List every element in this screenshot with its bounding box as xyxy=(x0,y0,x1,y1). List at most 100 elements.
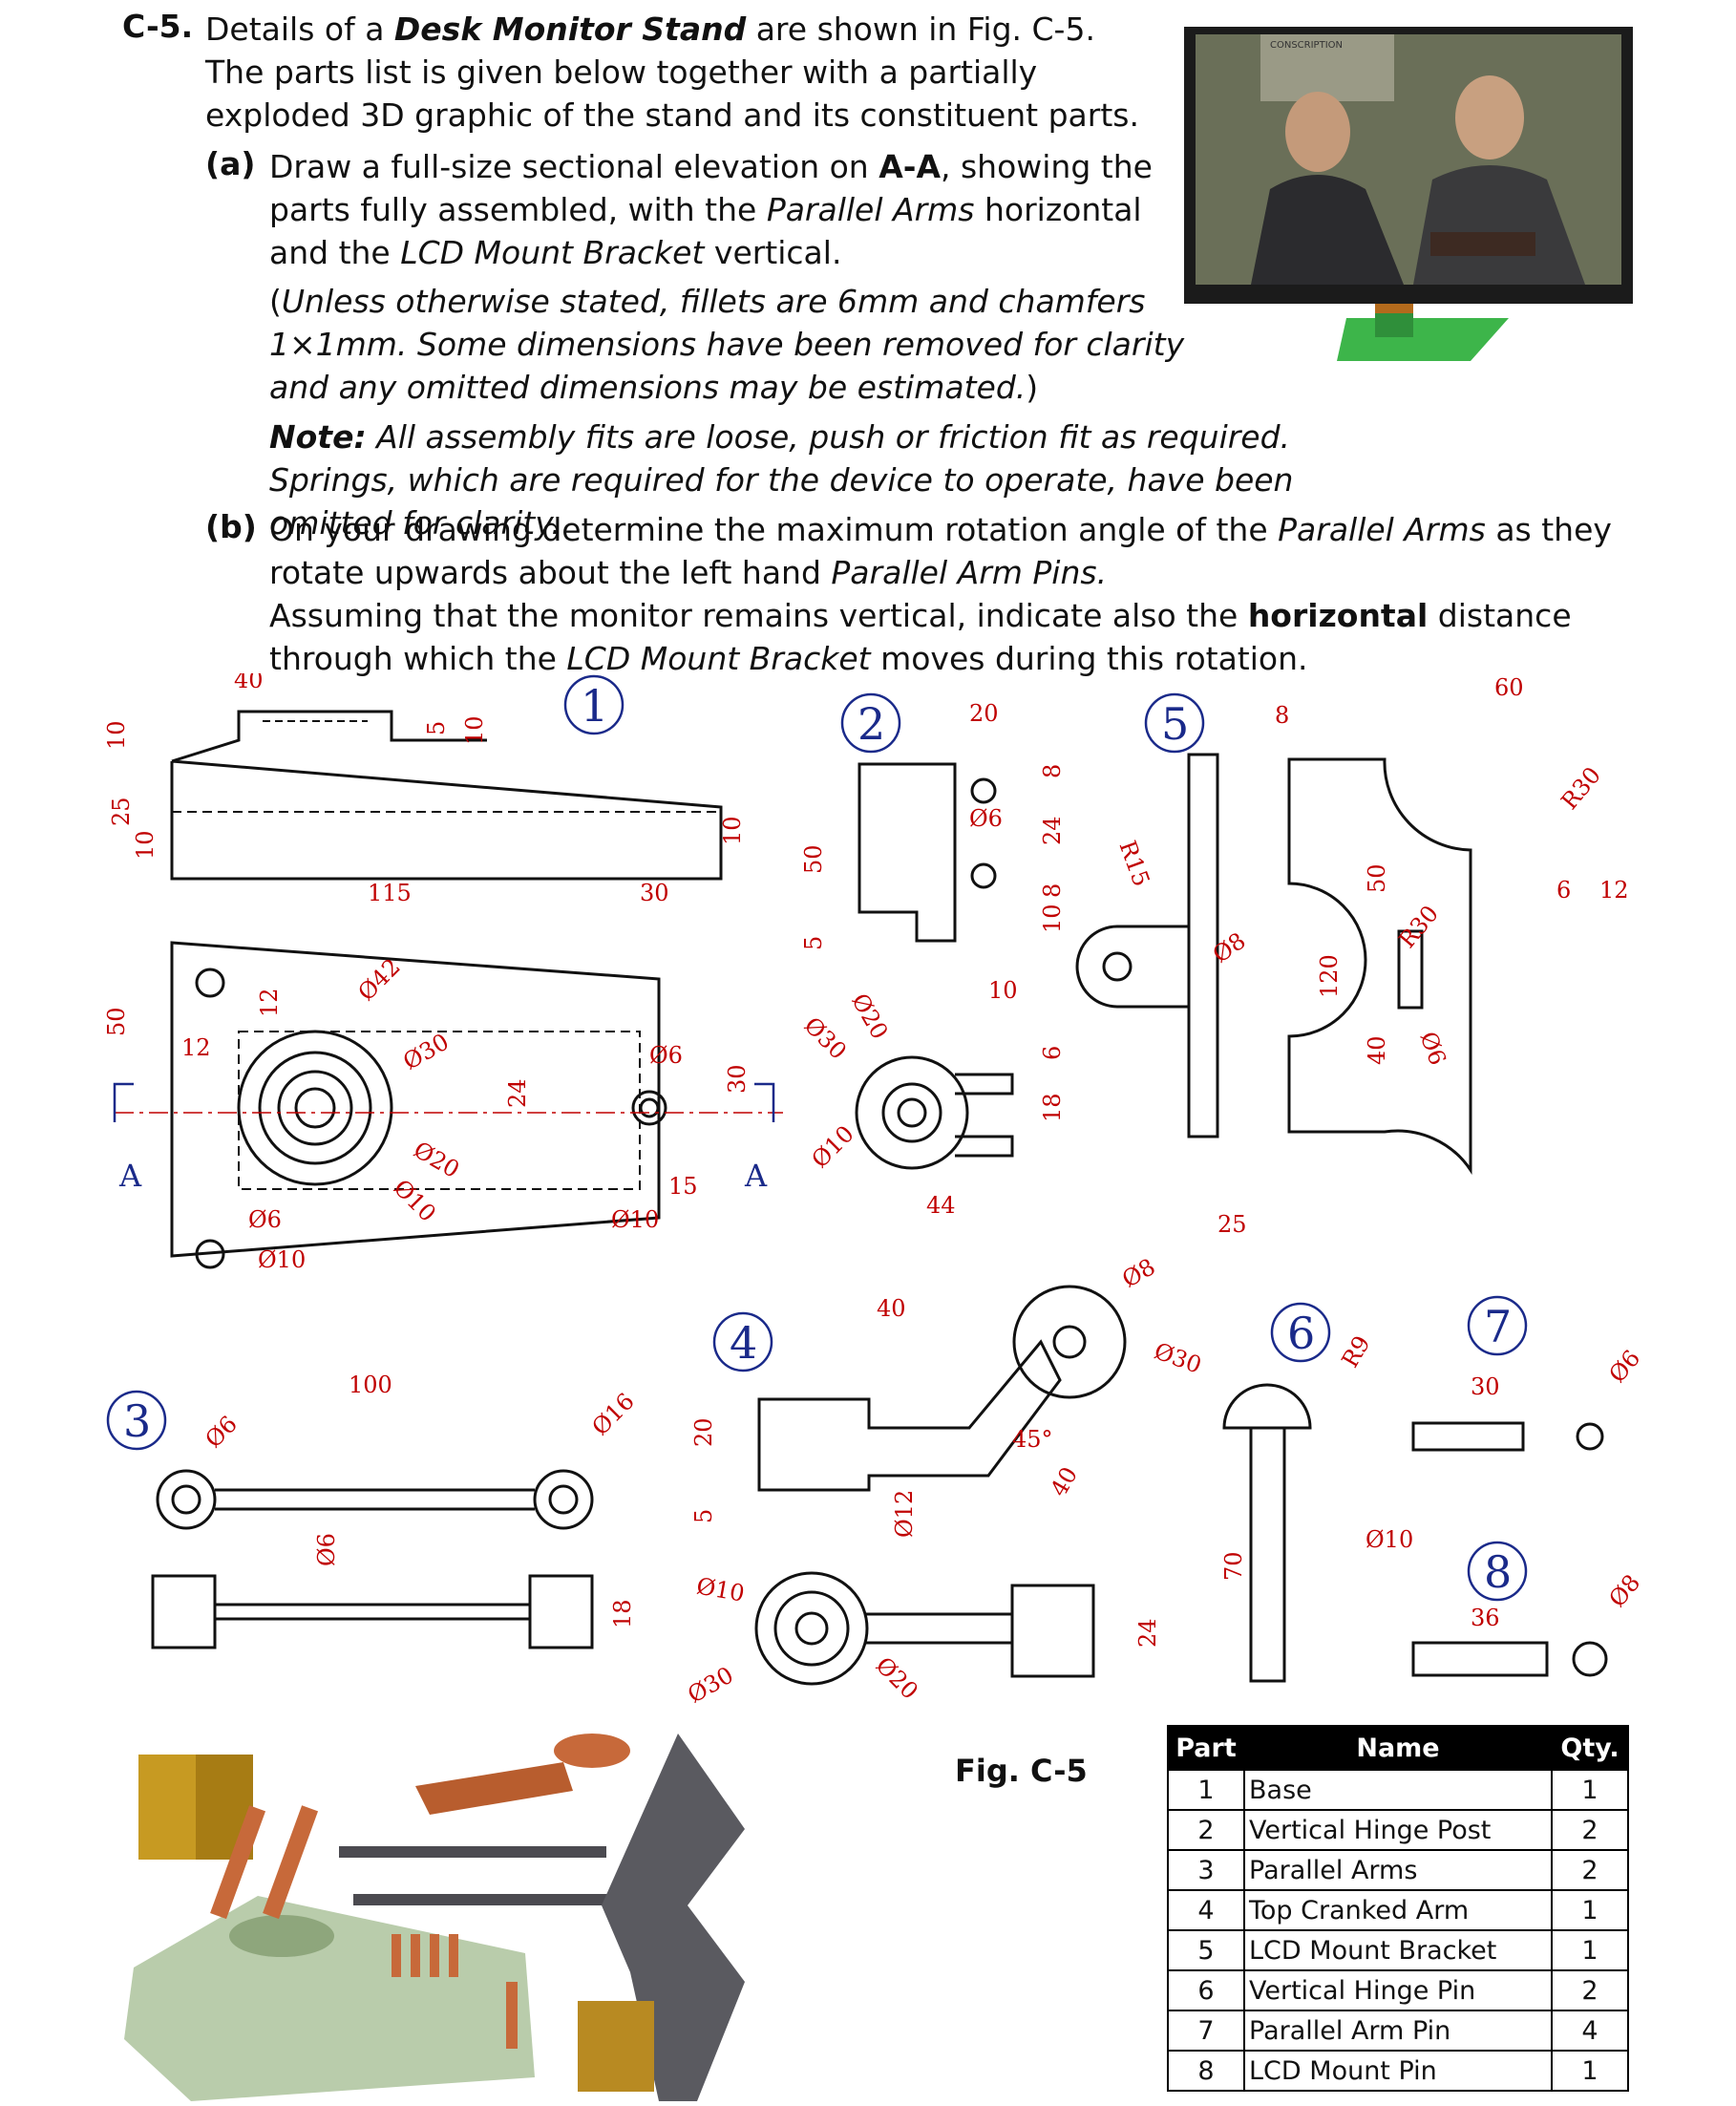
dim-2-5: 10 xyxy=(1039,904,1066,933)
parallel-arms-ref-b: Parallel Arms xyxy=(1278,511,1486,548)
dim-1-12: Ø42 xyxy=(352,953,405,1006)
dim-2-7: 5 xyxy=(800,936,827,950)
header-qty: Qty. xyxy=(1551,1725,1629,1771)
horizontal-emph: horizontal xyxy=(1247,597,1429,634)
parallel-arms-ref: Parallel Arms xyxy=(766,191,975,228)
part-b-text-5: moves during this rotation. xyxy=(870,640,1308,677)
balloon-5: 5 xyxy=(1161,698,1189,750)
dim-5-5: 60 xyxy=(1494,674,1524,701)
balloon-2: 2 xyxy=(857,698,885,750)
intro-text: Details of a xyxy=(205,11,394,48)
part-name: Parallel Arms xyxy=(1243,1849,1553,1891)
lcd-bracket-ref: LCD Mount Bracket xyxy=(400,234,705,271)
question-number: C-5. xyxy=(122,8,194,45)
fillet-note-text: Unless otherwise stated, fillets are 6mm… xyxy=(269,283,1185,406)
dim-1-3: 10 xyxy=(132,830,159,860)
dim-4-11: 24 xyxy=(1134,1618,1161,1648)
dim-3-3: Ø6 xyxy=(313,1533,340,1566)
dim-4-4: 5 xyxy=(690,1509,717,1523)
dim-4-1: Ø8 xyxy=(1117,1253,1159,1293)
dim-1-4: 5 xyxy=(423,721,450,735)
dim-4-0: 40 xyxy=(877,1295,906,1322)
dim-1-17: Ø6 xyxy=(649,1042,683,1069)
part-a-text-3: horizontal and the xyxy=(269,191,1142,271)
balloon-6: 6 xyxy=(1287,1308,1315,1359)
paren-close: ) xyxy=(1026,369,1039,406)
dim-2-9: Ø20 xyxy=(846,989,893,1043)
screen-caption: CONSCRIPTION xyxy=(1270,40,1343,51)
dim-1-13: Ø30 xyxy=(398,1028,453,1074)
dim-3-4: 18 xyxy=(609,1599,636,1628)
dim-1-9: 50 xyxy=(103,1007,130,1036)
dim-5-8: R30 xyxy=(1393,901,1444,953)
dim-1-8: 30 xyxy=(640,880,669,906)
part-qty: 1 xyxy=(1551,2050,1629,2092)
part-a-text-2: , showing the parts fully assembled, wit… xyxy=(269,148,1153,228)
dim-2-6: 50 xyxy=(800,844,827,874)
part1-elevation xyxy=(170,710,723,881)
part6-view xyxy=(1222,1383,1312,1683)
dim-4-3: 20 xyxy=(690,1417,717,1447)
dim-1-14: Ø20 xyxy=(409,1137,463,1183)
part-qty: 1 xyxy=(1551,1769,1629,1811)
dim-5-9: 6 xyxy=(1556,877,1571,904)
dim-1-0: 40 xyxy=(234,673,264,693)
balloon-8: 8 xyxy=(1484,1546,1512,1598)
part-qty: 1 xyxy=(1551,1889,1629,1931)
header-part: Part xyxy=(1167,1725,1245,1771)
part-name: LCD Mount Pin xyxy=(1243,2050,1553,2092)
part-name: Base xyxy=(1243,1769,1553,1811)
part-no: 2 xyxy=(1167,1809,1245,1851)
dim-4-6: 40 xyxy=(1046,1462,1084,1500)
dim-2-3: 24 xyxy=(1039,816,1066,845)
figure-caption: Fig. C-5 xyxy=(955,1753,1088,1789)
question-intro: Details of a Desk Monitor Stand are show… xyxy=(205,8,1160,137)
dim-1-15: Ø10 xyxy=(389,1174,441,1226)
dim-5-3: 120 xyxy=(1316,954,1343,998)
part-no: 5 xyxy=(1167,1929,1245,1971)
dim-1-16: 24 xyxy=(504,1078,531,1108)
dim-1-1: 10 xyxy=(103,720,130,750)
monitor-illustration: CONSCRIPTION xyxy=(1184,27,1633,361)
part-qty: 2 xyxy=(1551,1969,1629,2011)
dim-1-18: 30 xyxy=(724,1064,751,1094)
item-name: Desk Monitor Stand xyxy=(393,11,747,48)
dim-7-0: 30 xyxy=(1471,1373,1500,1400)
part-a-text-1: Draw a full-size sectional elevation on xyxy=(269,148,879,185)
dim-3-1: Ø6 xyxy=(200,1411,243,1454)
part-name: Vertical Hinge Post xyxy=(1243,1809,1553,1851)
part-no: 7 xyxy=(1167,2010,1245,2052)
part-no: 8 xyxy=(1167,2050,1245,2092)
part4-views xyxy=(754,1285,1127,1686)
dim-5-1: R15 xyxy=(1114,837,1155,889)
dim-2-1: 8 xyxy=(1039,764,1066,778)
part-qty: 4 xyxy=(1551,2010,1629,2052)
balloon-1: 1 xyxy=(581,680,608,732)
dim-2-0: 20 xyxy=(969,700,999,727)
part-qty: 2 xyxy=(1551,1809,1629,1851)
assembly-note: Note: All assembly fits are loose, push … xyxy=(269,415,1339,544)
dim-1-19: 15 xyxy=(668,1173,698,1200)
part8-view xyxy=(1411,1641,1608,1677)
part-no: 3 xyxy=(1167,1849,1245,1891)
part-name: Top Cranked Arm xyxy=(1243,1889,1553,1931)
dim-1-20: Ø10 xyxy=(611,1206,659,1233)
part-no: 1 xyxy=(1167,1769,1245,1811)
header-name: Name xyxy=(1243,1725,1553,1771)
dim-5-0: 8 xyxy=(1275,702,1289,729)
dim-7-1: Ø6 xyxy=(1603,1345,1645,1388)
exploded-3d-render xyxy=(124,1734,745,2101)
part-a-instruction: Draw a full-size sectional elevation on … xyxy=(269,145,1186,274)
dim-5-2: Ø8 xyxy=(1208,927,1251,968)
part-name: Parallel Arm Pin xyxy=(1243,2010,1553,2052)
dim-5-4: 25 xyxy=(1217,1211,1247,1238)
part-b-instruction: On your drawing determine the maximum ro… xyxy=(269,508,1625,680)
